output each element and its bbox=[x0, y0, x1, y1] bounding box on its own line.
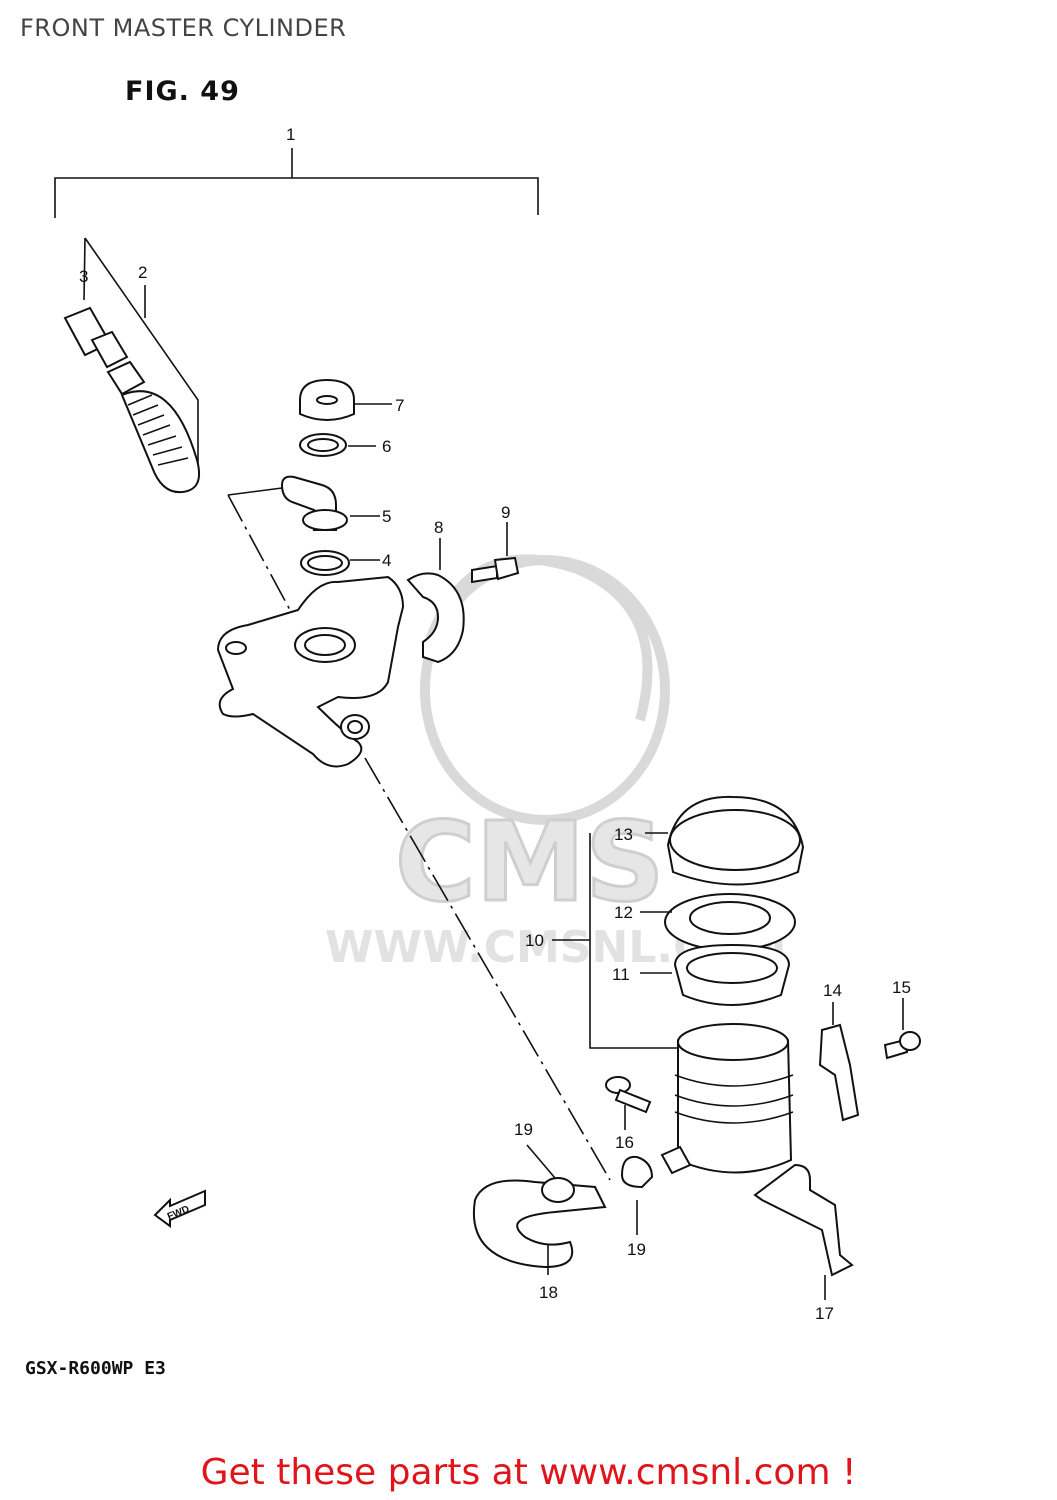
callout-9: 9 bbox=[501, 503, 510, 522]
boot-7[interactable] bbox=[299, 378, 392, 421]
callout-15: 15 bbox=[892, 978, 911, 997]
o-ring-4[interactable] bbox=[300, 550, 380, 576]
reservoir-tank[interactable] bbox=[660, 1023, 794, 1175]
callout-19b: 19 bbox=[627, 1240, 646, 1259]
callout-11: 11 bbox=[612, 965, 630, 984]
clamp-8[interactable] bbox=[406, 538, 465, 664]
callout-17: 17 bbox=[815, 1304, 834, 1323]
callout-12: 12 bbox=[614, 903, 633, 922]
callout-1: 1 bbox=[286, 125, 295, 144]
figure-label: FIG. 49 bbox=[125, 76, 240, 107]
assembly-bracket-1 bbox=[54, 148, 539, 218]
footer-parts-link[interactable]: Get these parts at www.cmsnl.com ! bbox=[200, 1452, 857, 1493]
hose-clamp-19-left[interactable] bbox=[526, 1144, 575, 1203]
callout-5: 5 bbox=[382, 507, 391, 526]
fwd-arrow-icon: FWD bbox=[153, 1189, 206, 1228]
hose-union-5[interactable] bbox=[227, 475, 380, 531]
diaphragm-plate-12[interactable] bbox=[640, 893, 796, 951]
callout-6: 6 bbox=[382, 437, 391, 456]
bracket-10 bbox=[589, 833, 680, 1049]
callout-3: 3 bbox=[79, 267, 88, 286]
callout-10: 10 bbox=[525, 931, 544, 950]
callout-18: 18 bbox=[539, 1283, 558, 1302]
callout-13: 13 bbox=[614, 825, 633, 844]
bolt-9[interactable] bbox=[471, 522, 520, 584]
diaphragm-11[interactable] bbox=[640, 943, 791, 1006]
model-code: GSX-R600WP E3 bbox=[25, 1358, 166, 1379]
watermark-brand: CMS bbox=[395, 798, 664, 926]
bracket-17[interactable] bbox=[753, 1163, 854, 1300]
callout-8: 8 bbox=[434, 518, 443, 537]
bracket-14[interactable] bbox=[818, 1002, 860, 1122]
piston-set[interactable] bbox=[63, 237, 201, 494]
callout-14: 14 bbox=[823, 981, 842, 1000]
hose-18[interactable] bbox=[472, 1179, 607, 1275]
callout-16: 16 bbox=[615, 1133, 634, 1152]
screw-15[interactable] bbox=[883, 998, 921, 1060]
callout-2: 2 bbox=[138, 263, 147, 282]
hose-clamp-19-right[interactable] bbox=[620, 1155, 654, 1235]
callout-19a: 19 bbox=[514, 1120, 533, 1139]
circlip-6[interactable] bbox=[299, 433, 376, 457]
page-title: FRONT MASTER CYLINDER bbox=[20, 14, 347, 42]
bolt-16[interactable] bbox=[605, 1076, 652, 1130]
callout-4: 4 bbox=[382, 551, 391, 570]
reservoir-cap-13[interactable] bbox=[645, 795, 805, 886]
master-cylinder-body[interactable] bbox=[216, 494, 405, 768]
callout-7: 7 bbox=[395, 396, 404, 415]
